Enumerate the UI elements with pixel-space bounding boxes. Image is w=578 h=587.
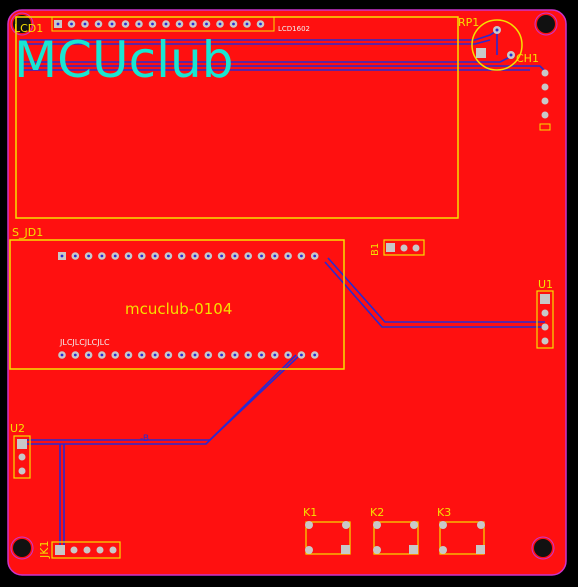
u2-designator: U2	[10, 422, 25, 435]
u1-header	[536, 290, 554, 349]
k1-designator: K1	[303, 506, 317, 519]
k1-button	[305, 521, 351, 555]
rp1-designator: RP1	[458, 16, 479, 29]
board-outline	[7, 9, 567, 576]
board-logo: MCUclub	[14, 31, 233, 89]
sjd1-module-outline	[9, 239, 345, 370]
jk1-header	[51, 541, 121, 559]
lcd-side-label: LCD1602	[278, 25, 310, 33]
sjd1-bottom-pin-row	[58, 351, 319, 359]
u2-header	[13, 435, 31, 479]
b1-designator: B1	[370, 243, 381, 256]
module-center-label: mcuclub-0104	[125, 300, 232, 318]
u1-designator: U1	[538, 278, 553, 291]
ch1-designator: CH1	[516, 52, 539, 65]
k2-designator: K2	[370, 506, 384, 519]
sjd1-top-pin-row	[58, 252, 319, 260]
b1-header	[383, 239, 425, 256]
mounting-holes	[10, 12, 558, 560]
jk1-designator: JK1	[38, 541, 51, 559]
k3-button	[439, 521, 485, 555]
rp1-potentiometer	[471, 19, 523, 71]
k2-button	[373, 521, 419, 555]
lcd-header-pins	[51, 16, 275, 32]
sjd1-designator: S_JD1	[12, 226, 43, 239]
module-small-label: JLCJLCJLCJLC	[59, 338, 110, 347]
k3-designator: K3	[437, 506, 451, 519]
lcd-designator: LCD1	[14, 22, 43, 35]
trace-net-label: -B	[140, 434, 149, 444]
ch1-connector-pins	[539, 69, 551, 131]
